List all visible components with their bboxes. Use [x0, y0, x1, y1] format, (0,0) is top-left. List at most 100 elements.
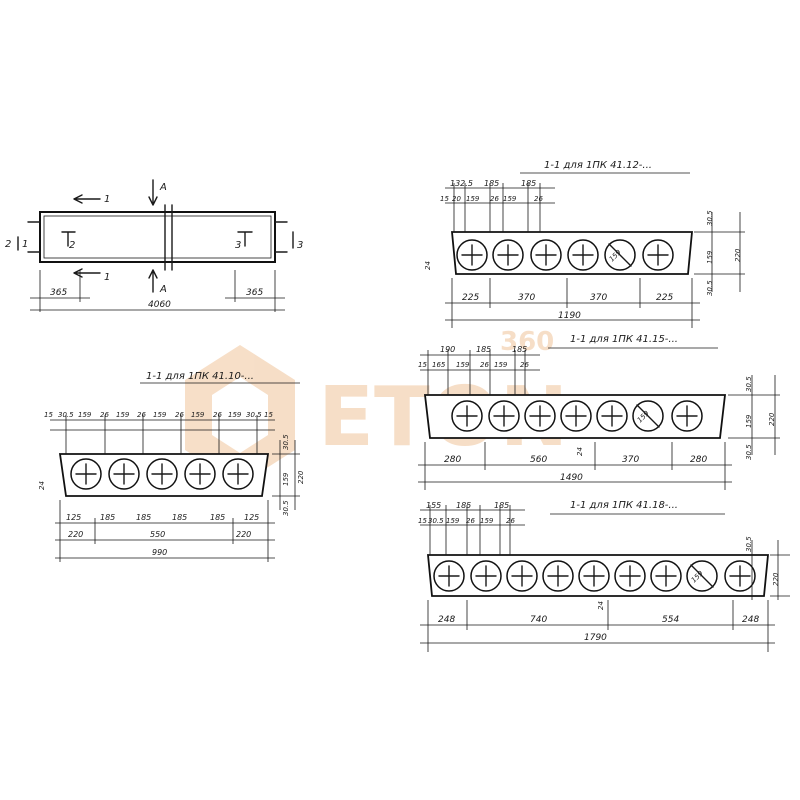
dim: 165 — [432, 361, 446, 369]
dim: 26 — [213, 411, 222, 419]
dim: 185 — [521, 179, 536, 188]
holes-group: 159 — [456, 239, 674, 271]
hole-crosses — [438, 564, 751, 588]
dim: 24 — [424, 261, 432, 270]
plan-label-1-bottom: 1 — [104, 272, 110, 283]
dim: 26 — [480, 361, 489, 369]
dim: 159 — [116, 411, 130, 419]
dim: 159 — [466, 195, 480, 203]
dim: 220 — [734, 248, 742, 262]
plan-label-3: 3 — [235, 240, 241, 251]
plan-label-1-left: 1 — [22, 239, 28, 250]
watermark-logo-icon — [185, 345, 295, 485]
dim: 159 — [745, 414, 753, 428]
dim: 26 — [534, 195, 543, 203]
dim: 30.5 — [282, 500, 290, 516]
bottom-dim-lines — [420, 600, 775, 652]
section-title: 1-1 для 1ПК 41.18-... — [570, 500, 678, 511]
dim: 1490 — [560, 473, 583, 483]
dim: 30.5 — [428, 517, 444, 525]
plan-dim-total: 4060 — [148, 300, 171, 310]
dim: 125 — [66, 513, 81, 522]
bottom-dims: 125 185 185 185 185 125 220 550 220 990 — [66, 513, 259, 557]
dim: 220 — [768, 412, 776, 426]
dim: 15 — [418, 361, 427, 369]
dim: 159 — [480, 517, 494, 525]
dim: 24 — [576, 447, 584, 456]
dim: 740 — [530, 615, 547, 625]
plan-label-1-top: 1 — [104, 194, 110, 205]
plan-dim-lines — [30, 270, 285, 312]
dim: 248 — [438, 615, 455, 625]
plan-label-a-bottom: A — [159, 284, 167, 295]
dim: 30.5 — [745, 444, 753, 460]
dim: 15 — [264, 411, 273, 419]
dim: 26 — [520, 361, 529, 369]
dim: 185 — [484, 179, 499, 188]
dim: 185 — [512, 345, 527, 354]
dim: 26 — [506, 517, 515, 525]
dim: 225 — [656, 293, 673, 303]
dim: 30.5 — [58, 411, 74, 419]
dim: 30.5 — [246, 411, 262, 419]
plan-outline — [39, 211, 276, 263]
plan-dim-left: 365 — [50, 288, 67, 298]
dim: 185 — [136, 513, 151, 522]
dim: 15 — [44, 411, 53, 419]
plan-label-2: 2 — [69, 240, 75, 251]
hole-crosses — [461, 243, 669, 267]
dim: 30.5 — [282, 434, 290, 450]
dim: 159 — [78, 411, 92, 419]
section-1pk41-15: 1-1 для 1ПК 41.15-... 159 190 185 185 15… — [418, 334, 780, 490]
dim: 220 — [297, 470, 305, 484]
dim: 15 — [440, 195, 449, 203]
holes-group: 159 — [451, 400, 703, 432]
dim: 370 — [590, 293, 607, 303]
plan-cut-1-top — [73, 194, 101, 204]
plan-label-2-left: 2 — [5, 239, 11, 250]
dim: 1190 — [558, 311, 581, 321]
hole-crosses — [75, 463, 249, 485]
section-1pk41-10: 1-1 для 1ПК 41.10-... 15 30.5 159 26 159… — [38, 371, 305, 562]
plan-cut-a-bottom — [148, 269, 158, 293]
dim: 190 — [440, 345, 455, 354]
dim: 26 — [490, 195, 499, 203]
dim: 370 — [518, 293, 535, 303]
top-dims: 15 30.5 159 26 159 26 159 26 159 26 159 … — [44, 411, 273, 419]
dim: 280 — [690, 455, 707, 465]
dim: 220 — [772, 572, 780, 586]
top-dim-lines — [445, 183, 555, 232]
right-dim-lines — [272, 440, 300, 510]
dim: 990 — [152, 548, 167, 557]
dim: 560 — [530, 455, 547, 465]
plan-cut-1-bottom — [73, 268, 101, 278]
dim: 24 — [597, 601, 605, 610]
dim: 248 — [742, 615, 759, 625]
plan-cut-a-top — [148, 179, 158, 206]
plan-inner-outline — [43, 215, 272, 259]
watermark-small: 360 — [500, 327, 554, 357]
dim: 185 — [210, 513, 225, 522]
right-dim-lines — [694, 212, 745, 292]
dim: 26 — [137, 411, 146, 419]
plan-end-pins — [27, 221, 288, 253]
hole-crosses — [456, 404, 698, 428]
dim: 159 — [153, 411, 167, 419]
dim: 159 — [706, 250, 714, 264]
dim: 159 — [446, 517, 460, 525]
dim: 132.5 — [450, 179, 473, 188]
dim: 15 — [418, 517, 427, 525]
dim: 30.5 — [706, 210, 714, 226]
dim: 185 — [476, 345, 491, 354]
dim: 125 — [244, 513, 259, 522]
top-dim-lines — [420, 350, 540, 395]
holes-group: 159 — [433, 560, 756, 592]
dim: 185 — [494, 501, 509, 510]
dim: 159 — [228, 411, 242, 419]
dim: 26 — [466, 517, 475, 525]
dim: 30.5 — [706, 280, 714, 296]
right-dim-lines — [728, 375, 780, 455]
plan-view: 1 1 A A 2 3 2 1 3 365 365 4060 — [5, 179, 303, 312]
plan-mark-2 — [61, 231, 76, 247]
